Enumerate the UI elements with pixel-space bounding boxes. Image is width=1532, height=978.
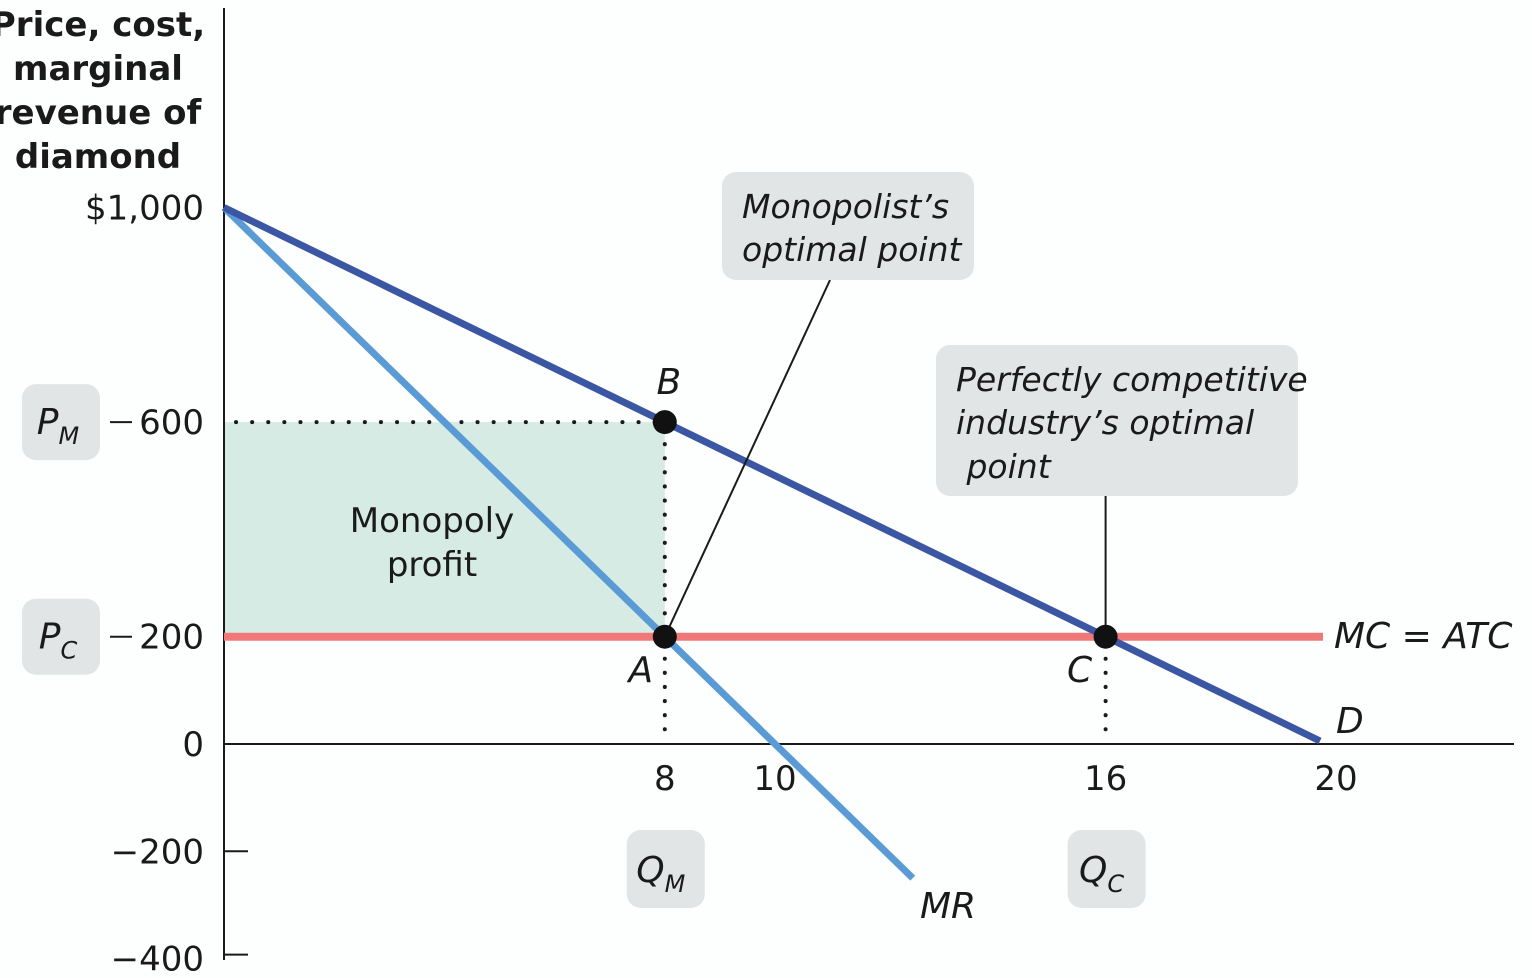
monopoly-profit-region [224, 422, 665, 637]
pm-marker-box [22, 384, 100, 461]
point-b-label: B [656, 362, 681, 403]
pm-marker: PM [37, 402, 80, 450]
mr-line [221, 204, 916, 881]
qm-marker: QM [636, 850, 685, 898]
monopolist-callout-leader [663, 279, 831, 638]
point-b [652, 410, 677, 435]
competitive-callout-line-3: point [956, 447, 1052, 486]
y-tick-label: 200 [139, 618, 204, 658]
point-a-label: A [626, 650, 653, 691]
qm-marker-box [626, 830, 705, 908]
x-tick-label: 20 [1314, 759, 1357, 799]
y-tick-label: −200 [111, 832, 204, 872]
point-c-label: C [1067, 650, 1093, 691]
pc-sub: C [60, 637, 77, 665]
competitive-callout-line-2: industry’s optimal [956, 403, 1254, 442]
qc-marker-box [1067, 830, 1146, 908]
y-tick-label: −400 [111, 940, 204, 978]
pc-main: P [39, 617, 61, 658]
point-a [652, 624, 677, 649]
qm-sub: M [665, 870, 686, 898]
y-tick-label: 600 [139, 403, 204, 443]
qc-marker: QC [1079, 850, 1124, 898]
y-axis-label-line-1: Price, cost, [0, 5, 205, 45]
monopolist-callout-line-1: Monopolist’s [742, 187, 949, 226]
qc-sub: C [1107, 870, 1124, 898]
x-tick-label: 10 [753, 759, 796, 799]
point-c [1093, 624, 1118, 649]
pm-sub: M [59, 422, 80, 450]
x-tick-label: 16 [1084, 759, 1127, 799]
monopolist-callout-box [722, 172, 974, 280]
demand-label: D [1336, 701, 1364, 742]
competitive-callout-box [936, 345, 1298, 496]
monopolist-callout-line-2: optimal point [742, 230, 962, 269]
pc-marker-box [22, 598, 100, 675]
demand-line [222, 204, 1322, 745]
y-tick-label: 0 [182, 725, 204, 765]
qc-main: Q [1079, 850, 1107, 891]
x-tick-label: 8 [654, 759, 676, 799]
mr-label: MR [920, 886, 976, 927]
profit-label-line-1: Monopoly [350, 501, 514, 541]
pm-main: P [37, 402, 59, 443]
profit-label-line-2: profit [387, 545, 477, 585]
competitive-callout-line-1: Perfectly competitive [956, 360, 1308, 399]
y-axis-label-line-3: revenue of [0, 93, 202, 133]
y-tick-label: $1,000 [85, 189, 204, 229]
mc-atc-label: MC = ATC [1334, 616, 1513, 657]
qm-main: Q [636, 850, 664, 891]
y-axis-label-line-4: diamond [15, 137, 181, 177]
pc-marker: PC [39, 617, 78, 665]
y-axis-label-line-2: marginal [13, 49, 183, 89]
